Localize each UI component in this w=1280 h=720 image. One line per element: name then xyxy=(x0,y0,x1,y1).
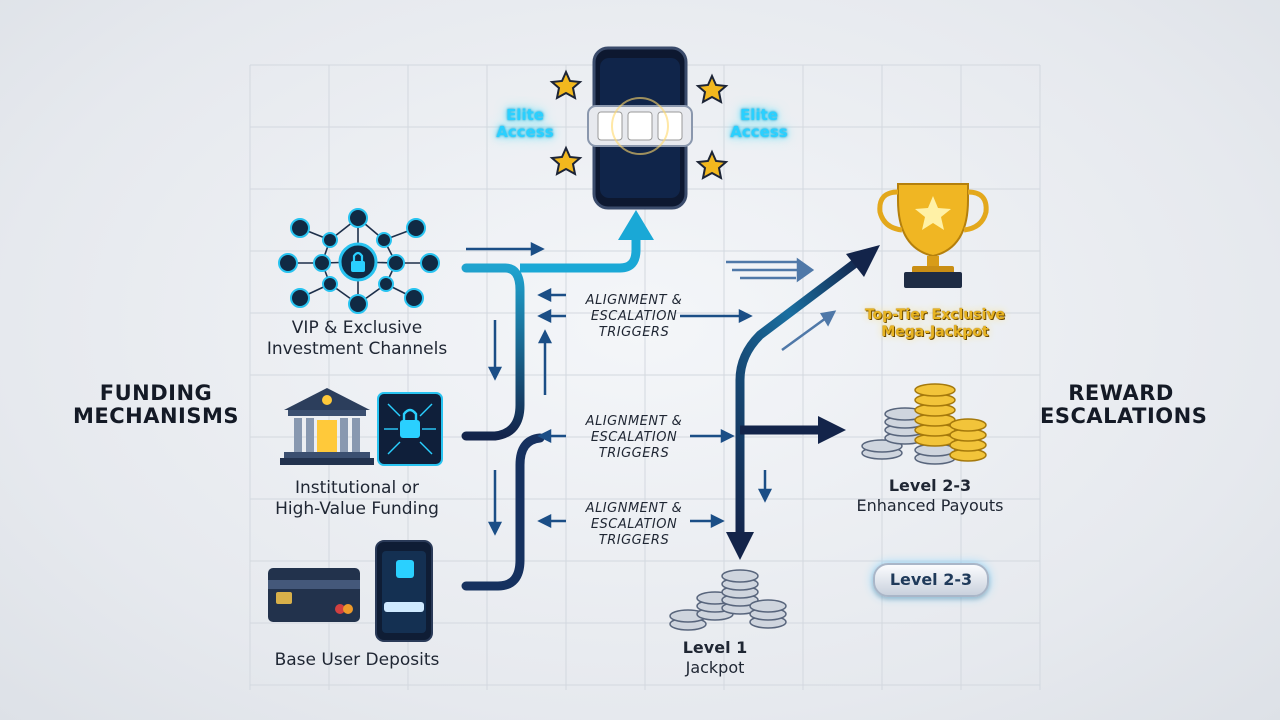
top-tier-line2: Mega-Jackpot xyxy=(881,324,989,340)
elite-left-line1: Elite xyxy=(506,106,544,124)
level23-label: Level 2-3 Enhanced Payouts xyxy=(840,476,1020,516)
source-institutional-line1: Institutional or xyxy=(295,478,419,498)
coin-stack-small-icon xyxy=(669,569,787,631)
level-badge: Level 2-3 xyxy=(873,563,989,597)
trigger-3-line2: ESCALATION xyxy=(590,517,678,532)
trigger-2-line2: ESCALATION xyxy=(590,430,678,445)
left-trunk-path xyxy=(461,263,525,441)
source-institutional-line2: High-Value Funding xyxy=(275,499,439,519)
trunk-to-top-arrow xyxy=(520,232,641,273)
source-vip-label: VIP & Exclusive Investment Channels xyxy=(262,318,452,360)
trigger-1-line1: ALIGNMENT & xyxy=(585,293,683,308)
top-arrow-head xyxy=(618,210,654,240)
source-institutional-label: Institutional or High-Value Funding xyxy=(262,478,452,520)
trigger-label-1: ALIGNMENT & ESCALATION TRIGGERS xyxy=(574,293,694,341)
trigger-3-line3: TRIGGERS xyxy=(598,533,670,548)
left-trunk-lower xyxy=(461,433,545,591)
right-main-arrow-head xyxy=(846,245,880,277)
source-base-label: Base User Deposits xyxy=(262,650,452,671)
right-main-arrow xyxy=(735,254,865,540)
phone-lock-icon xyxy=(375,540,433,642)
left-small-arrows xyxy=(466,241,566,536)
trigger-label-2: ALIGNMENT & ESCALATION TRIGGERS xyxy=(574,414,694,462)
coin-stack-large-icon xyxy=(861,383,987,465)
circuit-lock-icon xyxy=(377,392,443,466)
trophy-icon xyxy=(877,183,989,288)
right-down-arrow-head xyxy=(726,532,754,560)
left-title: FUNDING MECHANISMS xyxy=(72,382,240,428)
gold-star-decorations xyxy=(549,69,729,180)
trigger-2-line1: ALIGNMENT & xyxy=(585,414,683,429)
left-title-line2: MECHANISMS xyxy=(72,404,240,428)
middle-small-arrows xyxy=(680,308,773,529)
network-lock-icon xyxy=(278,208,440,314)
right-mid-arrow-head xyxy=(818,416,846,444)
top-tier-line1: Top-Tier Exclusive xyxy=(864,307,1006,323)
left-title-line1: FUNDING xyxy=(99,381,213,405)
trigger-1-line3: TRIGGERS xyxy=(598,325,670,340)
speed-lines xyxy=(726,257,837,352)
elite-right-line2: Access xyxy=(730,123,788,141)
level23-line2: Enhanced Payouts xyxy=(856,496,1004,515)
level1-label: Level 1 Jackpot xyxy=(650,638,780,678)
trigger-1-line2: ESCALATION xyxy=(590,309,678,324)
elite-access-right: Elite Access xyxy=(714,107,804,141)
right-title-line2: ESCALATIONS xyxy=(1040,404,1208,428)
source-base-line1: Base User Deposits xyxy=(274,650,440,670)
level23-line1: Level 2-3 xyxy=(888,476,972,495)
right-title: REWARD ESCALATIONS xyxy=(1040,381,1208,428)
trigger-2-line3: TRIGGERS xyxy=(598,446,670,461)
trigger-3-line1: ALIGNMENT & xyxy=(585,501,683,516)
elite-access-left: Elite Access xyxy=(480,107,570,141)
source-vip-line2: Investment Channels xyxy=(266,339,448,359)
credit-card-icon xyxy=(268,568,360,622)
slot-machine-phone-icon xyxy=(587,46,693,210)
level1-line2: Jackpot xyxy=(685,658,745,677)
right-title-line1: REWARD xyxy=(1068,381,1174,405)
bank-icon xyxy=(280,388,374,465)
elite-left-line2: Access xyxy=(496,123,554,141)
source-vip-line1: VIP & Exclusive xyxy=(291,318,423,338)
trigger-label-3: ALIGNMENT & ESCALATION TRIGGERS xyxy=(574,501,694,549)
level1-line1: Level 1 xyxy=(682,638,748,657)
elite-right-line1: Elite xyxy=(740,106,778,124)
top-tier-label: Top-Tier Exclusive Mega-Jackpot xyxy=(845,307,1025,341)
